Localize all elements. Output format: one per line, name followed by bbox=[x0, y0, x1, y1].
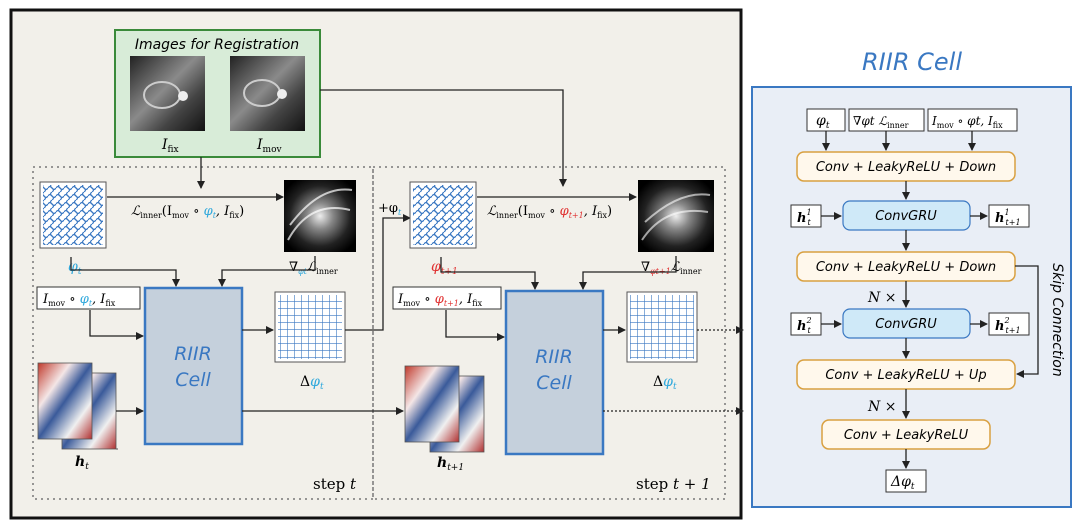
riir-cell-title: RIIR Cell bbox=[862, 48, 962, 76]
fixed-image-label: Ifix bbox=[161, 137, 179, 155]
h1-out-box bbox=[988, 204, 1030, 228]
input-box-t1 bbox=[392, 286, 502, 310]
svg-text:Imov ∘ φt, Ifix: Imov ∘ φt, Ifix bbox=[42, 292, 116, 308]
svg-text:Conv + LeakyReLU + Up: Conv + LeakyReLU + Up bbox=[825, 368, 986, 383]
n-times-2: N × bbox=[867, 399, 896, 415]
svg-text:Cell: Cell bbox=[536, 372, 572, 394]
step-t1-label: step t + 1 bbox=[636, 475, 711, 493]
n-times-1: N × bbox=[867, 290, 896, 306]
phi-t-label: φt bbox=[68, 259, 82, 277]
fixed-image bbox=[130, 56, 205, 131]
grad-loss-t: ∇φtℒinner bbox=[289, 260, 338, 276]
svg-text:h2t: h2t bbox=[797, 316, 812, 335]
svg-text:Conv + LeakyReLU + Down: Conv + LeakyReLU + Down bbox=[816, 160, 996, 175]
moving-image-label: Imov bbox=[256, 137, 282, 155]
input-box-t bbox=[36, 286, 141, 310]
moving-image bbox=[230, 56, 305, 131]
svg-text:RIIR: RIIR bbox=[535, 346, 573, 368]
hidden-features-t1 bbox=[404, 365, 460, 443]
inner-loss-t: ℒinner(Imov ∘ φt, Ifix) bbox=[131, 204, 244, 220]
output-box bbox=[885, 469, 927, 493]
svg-text:RIIR: RIIR bbox=[174, 343, 212, 365]
riir-cell-t bbox=[143, 286, 244, 446]
svg-text:Conv + LeakyReLU + Down: Conv + LeakyReLU + Down bbox=[816, 260, 996, 275]
step-t1-region bbox=[372, 166, 726, 500]
svg-text:ConvGRU: ConvGRU bbox=[875, 209, 937, 224]
plus-phi-label: +φt bbox=[378, 201, 402, 217]
svg-text:h2t+1: h2t+1 bbox=[995, 316, 1021, 335]
skip-connection-label: Skip Connection bbox=[1049, 263, 1065, 376]
svg-text:h1t+1: h1t+1 bbox=[995, 208, 1021, 227]
hidden-features-t bbox=[37, 362, 93, 440]
h-t1-label: ht+1 bbox=[437, 455, 464, 473]
grad-map-t bbox=[284, 180, 356, 252]
riir-cell-t1 bbox=[504, 289, 605, 456]
svg-text:Conv + LeakyReLU: Conv + LeakyReLU bbox=[844, 428, 969, 443]
svg-text:Cell: Cell bbox=[175, 369, 211, 391]
svg-text:Δφt: Δφt bbox=[890, 474, 915, 492]
delta-phi-t1-label: Δφt bbox=[653, 374, 677, 392]
svg-text:Imov ∘ φt, Ifix: Imov ∘ φt, Ifix bbox=[931, 114, 1003, 130]
skip-connection-line bbox=[1015, 265, 1039, 378]
h-t-label: ht bbox=[75, 454, 89, 472]
h2-out-box bbox=[988, 312, 1030, 336]
delta-phi-t-label: Δφt bbox=[300, 374, 324, 392]
inner-loss-t1: ℒinner(Imov ∘ φt+1, Ifix) bbox=[487, 204, 612, 220]
images-box-title: Images for Registration bbox=[135, 37, 299, 53]
svg-text:∇φt ℒinner: ∇φt ℒinner bbox=[853, 114, 909, 130]
step-t-label: step t bbox=[313, 475, 357, 493]
svg-text:φt: φt bbox=[816, 113, 830, 131]
svg-text:h1t: h1t bbox=[797, 208, 812, 227]
svg-text:Imov ∘ φt+1, Ifix: Imov ∘ φt+1, Ifix bbox=[397, 292, 483, 308]
grad-map-t1 bbox=[638, 180, 714, 252]
svg-text:ConvGRU: ConvGRU bbox=[875, 317, 937, 332]
